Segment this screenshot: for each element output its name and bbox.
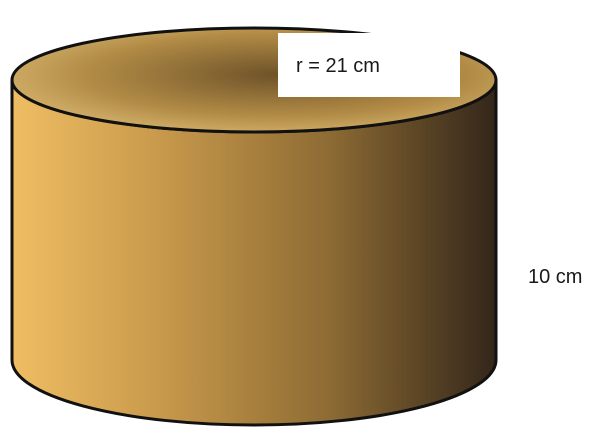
height-label: 10 cm <box>528 266 582 288</box>
radius-label-box <box>278 33 460 97</box>
radius-label: r = 21 cm <box>296 55 380 77</box>
